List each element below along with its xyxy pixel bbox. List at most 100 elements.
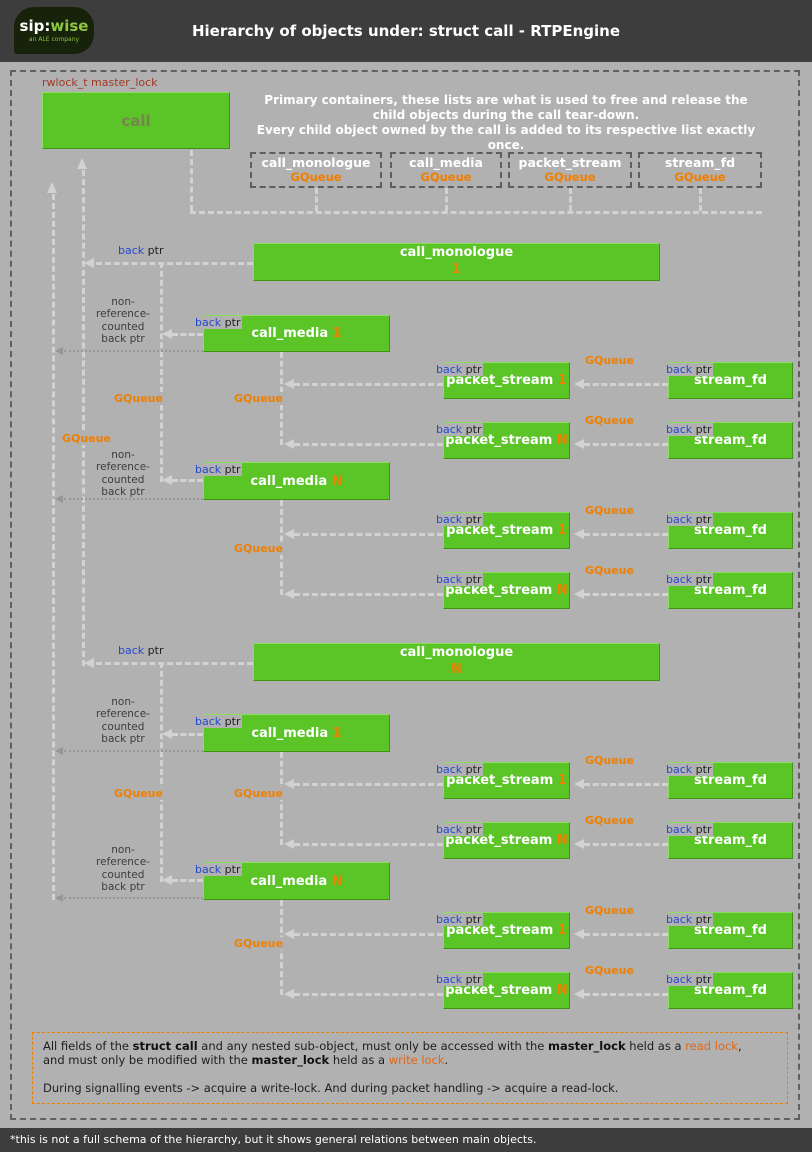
arrow-left-icon bbox=[574, 529, 584, 539]
ptr-word: ptr bbox=[147, 644, 164, 657]
node-index: 1 bbox=[451, 262, 462, 277]
dashed-connector bbox=[584, 593, 668, 596]
back-word: back bbox=[666, 973, 693, 986]
back-ptr-label: back ptr bbox=[434, 763, 484, 776]
back-word: back bbox=[436, 513, 463, 526]
dotted-connector bbox=[64, 750, 203, 752]
ptr-word: ptr bbox=[695, 513, 712, 526]
node-index: 1 bbox=[557, 523, 567, 538]
ptr-word: ptr bbox=[695, 573, 712, 586]
dashed-connector bbox=[569, 188, 572, 211]
node-label: stream_fd bbox=[694, 773, 767, 788]
dashed-connector bbox=[190, 150, 193, 211]
back-word: back bbox=[436, 363, 463, 376]
dotted-connector bbox=[64, 897, 203, 899]
gqueue-label: GQueue bbox=[232, 937, 285, 950]
back-word: back bbox=[118, 244, 145, 257]
container-title: packet_stream bbox=[518, 155, 622, 170]
non-ref-line: non- bbox=[111, 449, 135, 461]
non-ref-line: reference- bbox=[96, 708, 150, 721]
node-label: stream_fd bbox=[694, 923, 767, 938]
dashed-connector bbox=[294, 933, 443, 936]
node-label: packet_stream bbox=[445, 833, 553, 848]
back-ptr-label: back ptr bbox=[664, 573, 714, 586]
gqueue-label: GQueue bbox=[232, 542, 285, 555]
back-ptr-label: back ptr bbox=[434, 913, 484, 926]
gqueue-label: GQueue bbox=[583, 414, 636, 427]
container-call-media-queue: call_media GQueue bbox=[390, 152, 502, 188]
arrow-left-icon bbox=[284, 439, 294, 449]
gqueue-label: GQueue bbox=[583, 814, 636, 827]
node-index: N bbox=[556, 433, 568, 448]
back-word: back bbox=[436, 573, 463, 586]
ptr-word: ptr bbox=[224, 463, 241, 476]
dashed-connector bbox=[294, 783, 443, 786]
dashed-connector bbox=[294, 593, 443, 596]
ptr-word: ptr bbox=[224, 715, 241, 728]
back-word: back bbox=[666, 573, 693, 586]
footnote-text: All fields of the bbox=[43, 1039, 133, 1053]
arrow-left-icon bbox=[55, 347, 63, 355]
node-index: N bbox=[556, 583, 568, 598]
arrow-left-icon bbox=[162, 729, 172, 739]
node-label: packet_stream bbox=[446, 923, 554, 938]
container-title: call_monologue bbox=[261, 155, 371, 170]
non-ref-backptr-label: non- reference- counted back ptr bbox=[88, 844, 158, 894]
ptr-word: ptr bbox=[695, 423, 712, 436]
arrow-left-icon bbox=[55, 495, 63, 503]
back-ptr-label: back ptr bbox=[434, 973, 484, 986]
dashed-connector bbox=[584, 443, 668, 446]
footer-bar: *this is not a full schema of the hierar… bbox=[0, 1128, 812, 1152]
back-ptr-label: back ptr bbox=[434, 423, 484, 436]
arrow-left-icon bbox=[284, 989, 294, 999]
gqueue-label: GQueue bbox=[112, 787, 165, 800]
arrow-left-icon bbox=[574, 379, 584, 389]
arrow-left-icon bbox=[284, 589, 294, 599]
back-word: back bbox=[436, 973, 463, 986]
container-title: stream_fd bbox=[664, 155, 736, 170]
back-ptr-label: back ptr bbox=[434, 573, 484, 586]
intro-text: Primary containers, these lists are what… bbox=[256, 93, 756, 153]
footer-note: *this is not a full schema of the hierar… bbox=[10, 1133, 537, 1146]
back-ptr-label: back ptr bbox=[664, 913, 714, 926]
node-label: stream_fd bbox=[694, 833, 767, 848]
gqueue-label: GQueue bbox=[112, 392, 165, 405]
node-call: call bbox=[42, 92, 230, 149]
back-word: back bbox=[436, 823, 463, 836]
node-label: call_media bbox=[250, 873, 328, 889]
dashed-connector bbox=[172, 733, 203, 736]
dashed-connector bbox=[160, 662, 163, 882]
diagram-frame bbox=[10, 70, 800, 1120]
back-ptr-label: back ptr bbox=[193, 463, 243, 476]
non-ref-line: non- bbox=[111, 296, 135, 308]
ptr-word: ptr bbox=[465, 573, 482, 586]
non-ref-line: back ptr bbox=[101, 881, 145, 894]
dashed-connector bbox=[584, 533, 668, 536]
write-lock-term: write lock bbox=[388, 1053, 445, 1068]
dashed-connector bbox=[172, 333, 203, 336]
container-title: call_media bbox=[409, 155, 483, 170]
node-label: stream_fd bbox=[694, 523, 767, 538]
arrow-left-icon bbox=[284, 529, 294, 539]
node-label: call_media bbox=[251, 725, 329, 741]
read-lock-term: read lock bbox=[685, 1039, 738, 1053]
non-ref-line: non- bbox=[111, 696, 135, 708]
page-title: Hierarchy of objects under: struct call … bbox=[191, 22, 621, 40]
dashed-connector bbox=[445, 188, 448, 211]
arrow-up-icon bbox=[47, 182, 57, 193]
dotted-connector bbox=[64, 350, 203, 352]
node-packet-stream-n: packet_stream N bbox=[443, 572, 570, 609]
arrow-left-icon bbox=[574, 779, 584, 789]
dashed-connector bbox=[699, 188, 702, 211]
back-word: back bbox=[436, 423, 463, 436]
node-index: N bbox=[451, 662, 462, 677]
logo-subtitle: an ALE company bbox=[28, 35, 80, 43]
dashed-connector bbox=[96, 262, 253, 265]
node-stream-fd: stream_fd bbox=[668, 912, 793, 949]
ptr-word: ptr bbox=[465, 913, 482, 926]
gqueue-label: GQueue bbox=[583, 754, 636, 767]
node-label: packet_stream bbox=[446, 523, 554, 538]
back-ptr-label: back ptr bbox=[116, 244, 166, 257]
container-type: GQueue bbox=[420, 169, 472, 184]
master-lock-term: master_lock bbox=[251, 1053, 330, 1068]
